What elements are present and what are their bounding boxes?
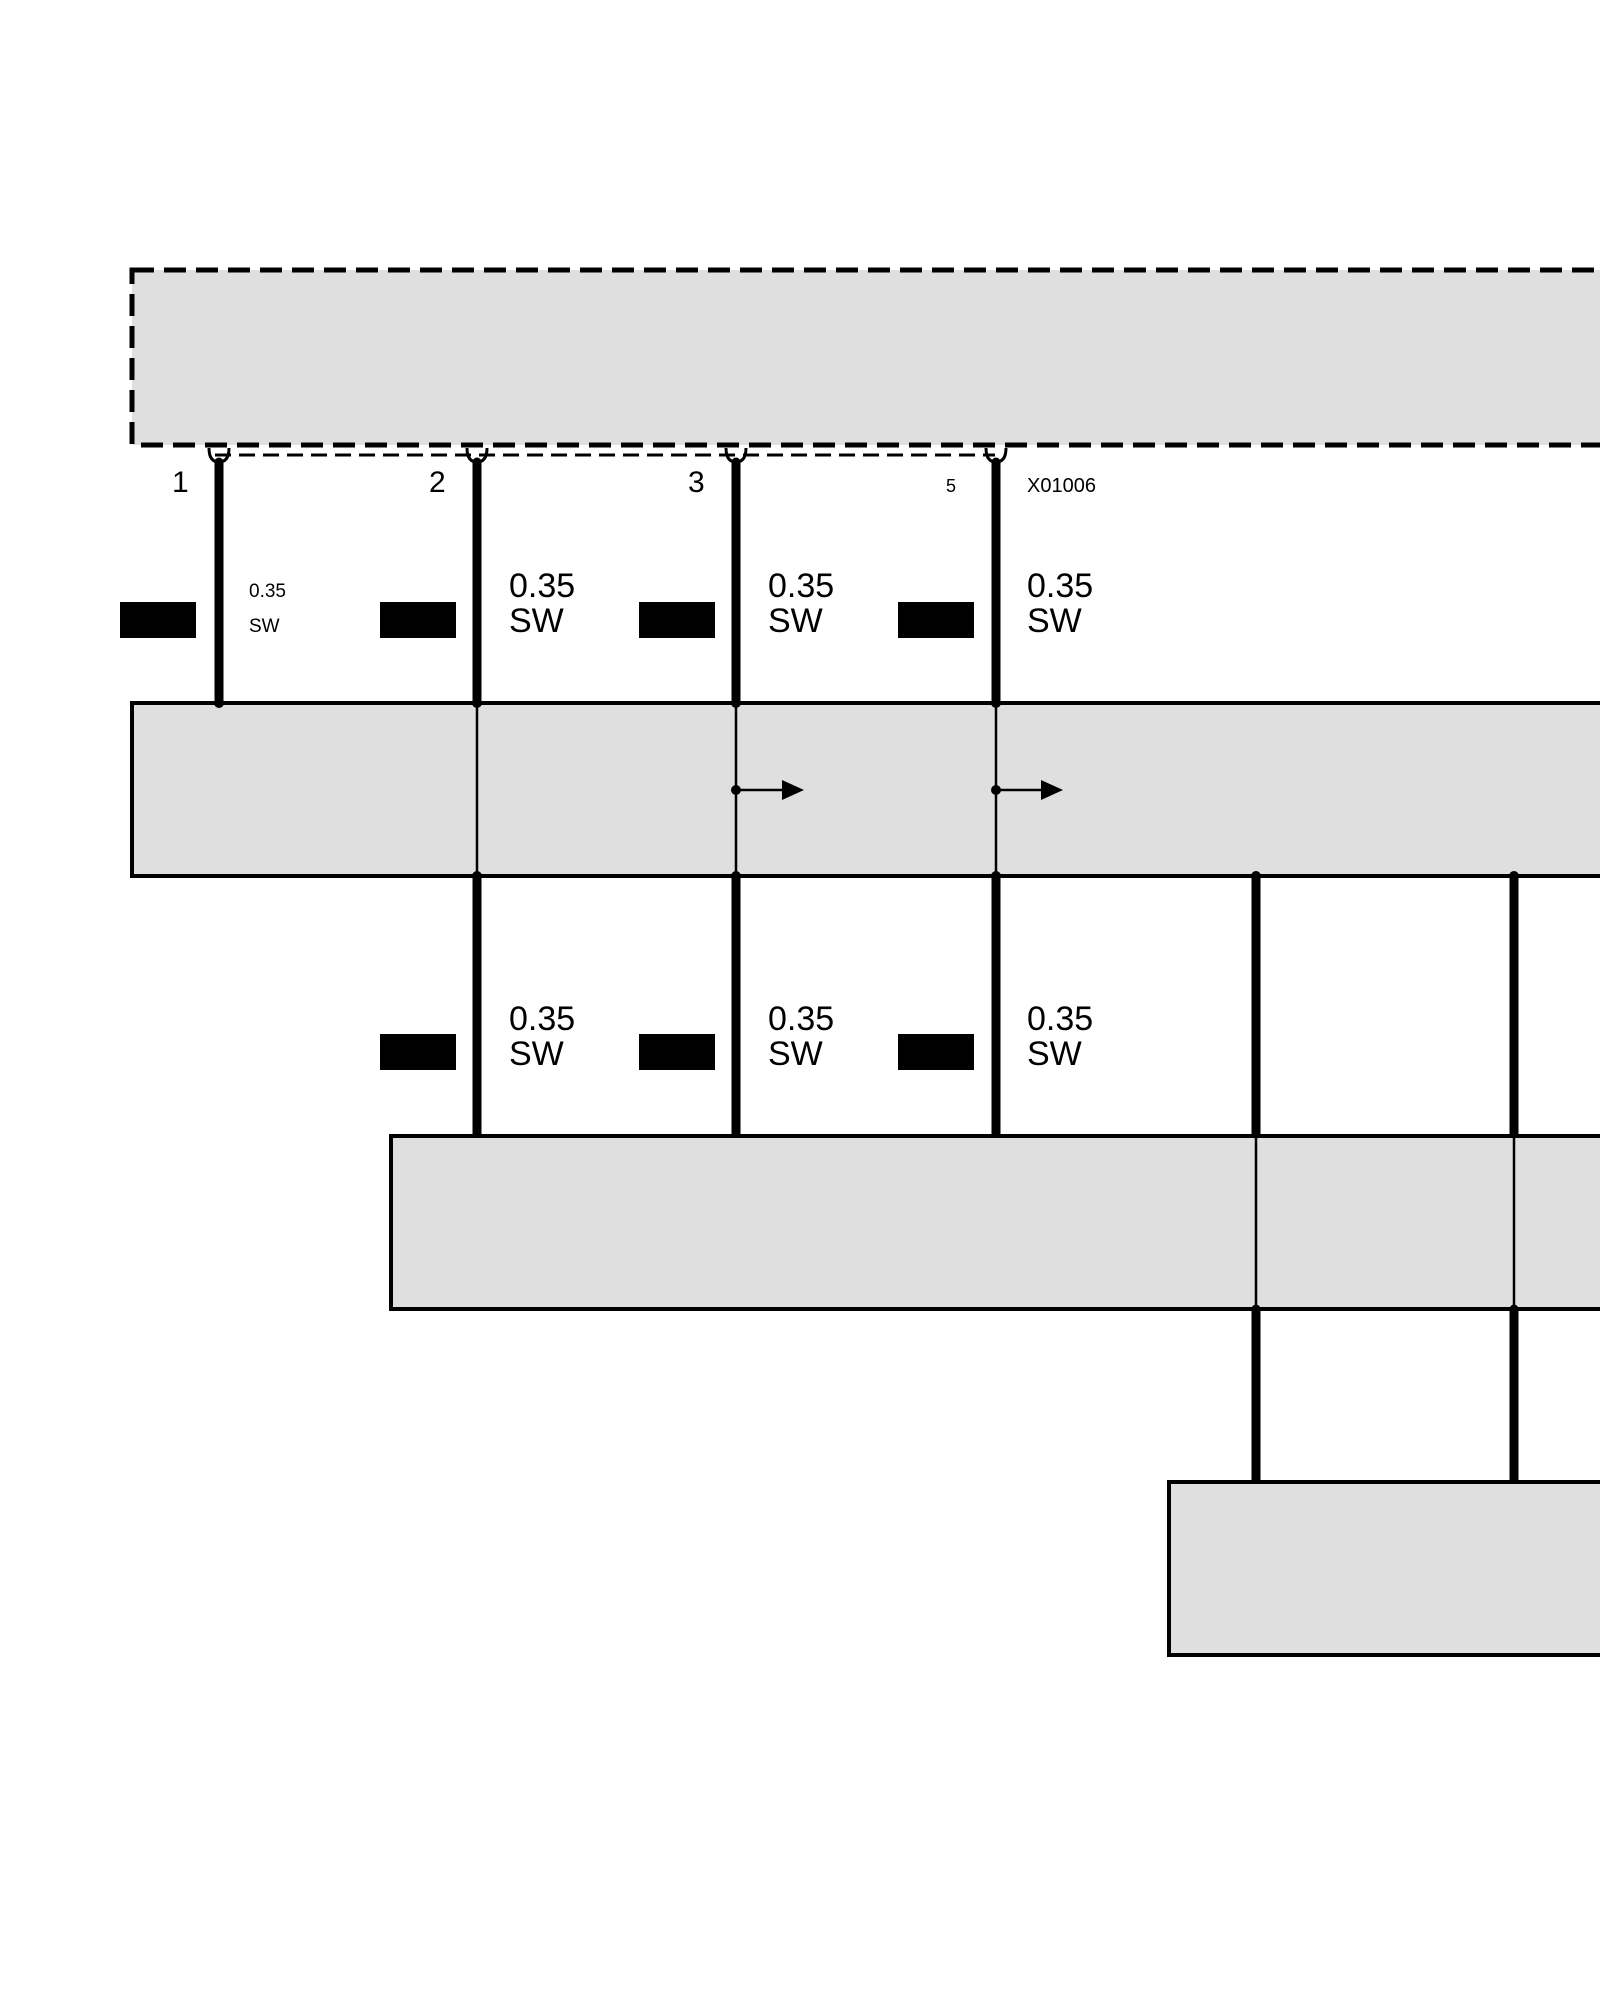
wire-color-label: SW — [768, 1035, 823, 1073]
junction-dot — [731, 698, 741, 708]
component-box-1 — [130, 701, 1600, 878]
arrow-right-icon — [782, 780, 804, 800]
wire-size-label: 0.35 — [768, 1000, 834, 1038]
arrow-right-icon — [1041, 780, 1063, 800]
wire-tag — [639, 1034, 715, 1070]
wire-tag — [380, 1034, 456, 1070]
wire-size-label: 0.35 — [768, 567, 834, 605]
wire-tag — [639, 602, 715, 638]
junction-dot — [472, 871, 482, 881]
connector-id-label: X01006 — [1027, 475, 1096, 497]
wire-size-label: 0.35 — [249, 581, 286, 602]
wire-color-label: SW — [249, 616, 280, 637]
wire-color-label: SW — [509, 1035, 564, 1073]
component-box-1-outline — [130, 701, 1600, 878]
upper-wires — [214, 457, 1001, 708]
component-box-2-outline — [389, 1134, 1600, 1311]
wire-color-label: SW — [509, 602, 564, 640]
wire-tag — [380, 602, 456, 638]
wire-size-label: 0.35 — [509, 1000, 575, 1038]
component-box-3-outline — [1167, 1480, 1600, 1657]
wire-size-label: 0.35 — [1027, 567, 1093, 605]
pin-label-5: 5 — [946, 476, 956, 496]
junction-dot — [214, 698, 224, 708]
wire-tag — [898, 602, 974, 638]
pin-label-2: 2 — [429, 466, 446, 499]
wire-size-label: 0.35 — [1027, 1000, 1093, 1038]
junction-dot — [991, 698, 1001, 708]
wire-size-label: 0.35 — [509, 567, 575, 605]
component-box-3 — [1167, 1480, 1600, 1657]
wire-color-label: SW — [768, 602, 823, 640]
pin-label-1: 1 — [172, 466, 189, 499]
wire-color-label: SW — [1027, 1035, 1082, 1073]
control-module-body — [129, 267, 1600, 448]
junction-dot — [1509, 871, 1519, 881]
wire-color-label: SW — [1027, 602, 1082, 640]
junction-dots — [214, 698, 1519, 881]
wire-tag — [898, 1034, 974, 1070]
junction-dot — [472, 698, 482, 708]
junction-dot — [991, 871, 1001, 881]
component-box-2 — [389, 1134, 1600, 1311]
junction-dot — [731, 871, 741, 881]
control-module — [129, 267, 1600, 457]
lower-wire-tags — [380, 1034, 974, 1070]
bottom-wires — [1251, 1304, 1519, 1487]
wire-tag — [120, 602, 196, 638]
upper-wire-tags — [120, 602, 974, 638]
junction-dot — [1251, 871, 1261, 881]
pin-label-3: 3 — [688, 466, 705, 499]
lower-wires — [472, 871, 1519, 1141]
